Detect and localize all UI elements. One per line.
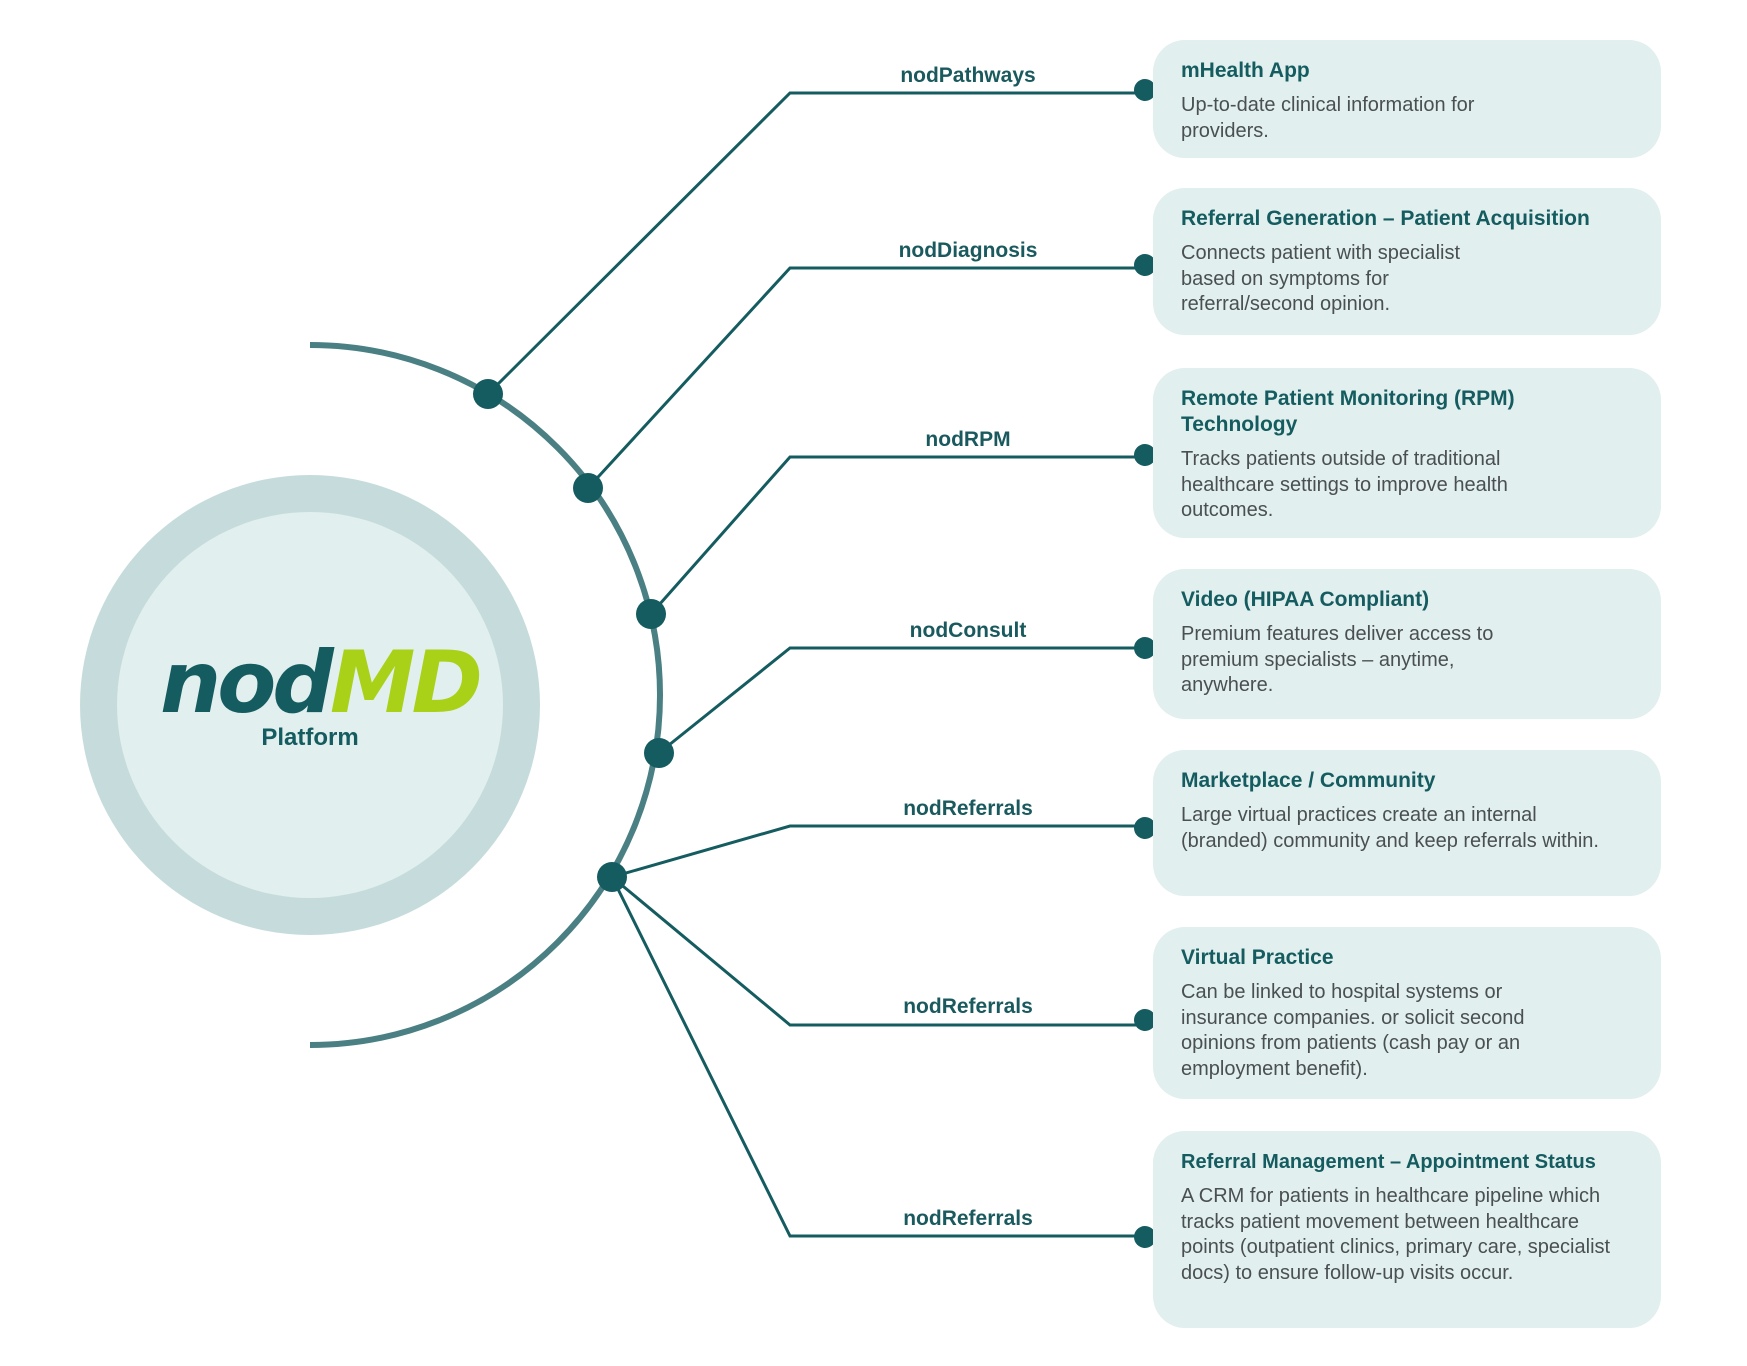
branch-line-2	[586, 266, 1145, 490]
end-node-2	[1134, 254, 1156, 276]
end-nodes	[1134, 79, 1156, 1248]
branch-lines	[486, 91, 1145, 1238]
branch-line-3	[649, 455, 1145, 615]
card-title: Virtual Practice	[1181, 946, 1334, 969]
logo-wordmark: nodMD	[160, 640, 483, 726]
logo-md: MD	[329, 633, 483, 733]
card-mhealth-app: mHealth App Up-to-date clinical informat…	[1153, 40, 1661, 158]
card-remote-patient-monitoring: Remote Patient Monitoring (RPM) Technolo…	[1153, 368, 1661, 538]
branch-label-5: nodReferrals	[903, 797, 1033, 820]
branch-label-2: nodDiagnosis	[898, 239, 1038, 262]
hub-subtitle: Platform	[261, 724, 359, 751]
arc-node-3	[636, 599, 666, 629]
branch-line-7	[610, 876, 1145, 1238]
card-title: Remote Patient Monitoring (RPM) Technolo…	[1181, 387, 1515, 436]
arc-nodes	[473, 379, 674, 892]
card-text: Can be linked to hospital systems or ins…	[1181, 981, 1525, 1080]
card-video-hipaa: Video (HIPAA Compliant) Premium features…	[1153, 569, 1661, 719]
end-node-3	[1134, 444, 1156, 466]
end-node-1	[1134, 79, 1156, 101]
branch-label-7: nodReferrals	[903, 1207, 1033, 1230]
branch-line-4	[658, 646, 1145, 755]
hub-logo: nodMD Platform	[160, 640, 483, 752]
card-text: Premium features deliver access to premi…	[1181, 623, 1494, 696]
card-title: mHealth App	[1181, 59, 1310, 82]
branch-label-1: nodPathways	[900, 64, 1036, 87]
card-virtual-practice: Virtual Practice Can be linked to hospit…	[1153, 927, 1661, 1099]
branch-label-4: nodConsult	[909, 619, 1027, 642]
end-node-5	[1134, 817, 1156, 839]
branch-line-6	[611, 875, 1145, 1027]
card-title: Referral Management – Appointment Status	[1181, 1151, 1596, 1173]
end-node-4	[1134, 637, 1156, 659]
arc-node-5	[597, 862, 627, 892]
branch-line-1	[486, 91, 1145, 396]
card-text: Large virtual practices create an intern…	[1181, 804, 1599, 852]
card-referral-generation: Referral Generation – Patient Acquisitio…	[1153, 188, 1661, 335]
card-referral-management: Referral Management – Appointment Status…	[1153, 1131, 1661, 1328]
branch-line-5	[611, 824, 1145, 879]
logo-nod: nod	[160, 633, 334, 733]
card-title: Referral Generation – Patient Acquisitio…	[1181, 207, 1590, 230]
end-node-7	[1134, 1226, 1156, 1248]
hub-ring-inner	[117, 512, 503, 898]
branch-label-6: nodReferrals	[903, 995, 1033, 1018]
branch-label-3: nodRPM	[925, 428, 1011, 451]
card-text: Up-to-date clinical information for prov…	[1181, 94, 1475, 142]
arc-node-1	[473, 379, 503, 409]
card-text: Connects patient with specialist based o…	[1181, 242, 1461, 315]
arc-node-2	[573, 473, 603, 503]
arc-node-4	[644, 738, 674, 768]
end-node-6	[1134, 1009, 1156, 1031]
card-text: Tracks patients outside of traditional h…	[1181, 448, 1508, 521]
card-marketplace-community: Marketplace / Community Large virtual pr…	[1153, 750, 1661, 896]
card-title: Marketplace / Community	[1181, 769, 1436, 792]
card-title: Video (HIPAA Compliant)	[1181, 588, 1430, 611]
card-text: A CRM for patients in healthcare pipelin…	[1181, 1185, 1611, 1284]
